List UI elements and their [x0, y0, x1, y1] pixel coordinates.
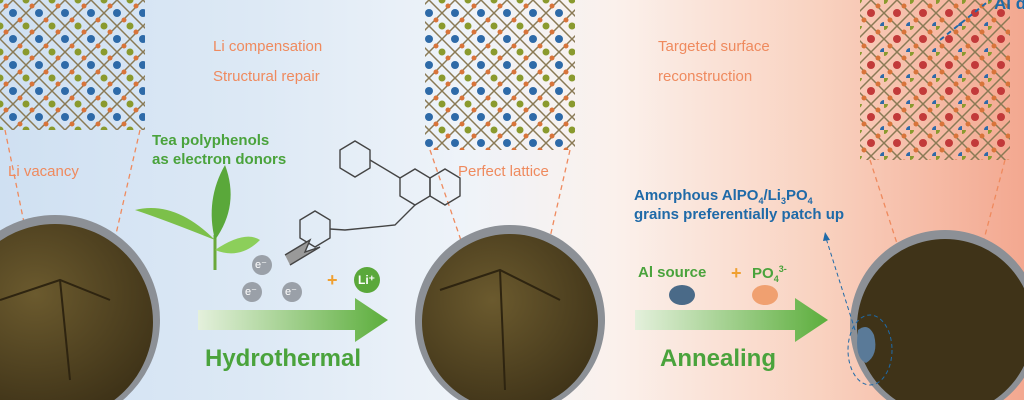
polyphenol-molecule [284, 140, 461, 266]
particle-right [847, 230, 1024, 400]
tea-leaf-icon [135, 165, 260, 270]
plus-icon: + [327, 270, 338, 290]
particle-middle [415, 224, 605, 400]
al-source-label: Al source [638, 264, 707, 281]
patch-up-label: grains preferentially patch up [634, 206, 845, 223]
structural-repair-label: Structural repair [213, 68, 320, 85]
li-ion-label: Li⁺ [358, 273, 375, 287]
electron-icon [242, 255, 302, 302]
po4-label: PO43- [752, 264, 787, 284]
subscript: 4 [773, 274, 779, 284]
electron-label: e⁻ [245, 286, 257, 298]
annealing-label: Annealing [660, 345, 777, 372]
electron-label: e⁻ [255, 259, 267, 271]
targeted-surface-label: Targeted surface [658, 38, 770, 55]
po4-blob [752, 285, 778, 305]
perfect-lattice [425, 0, 575, 150]
annealing-arrow [635, 298, 828, 342]
perfect-lattice-label: Perfect lattice [458, 163, 549, 180]
plus-icon: + [731, 263, 742, 283]
defective-lattice [0, 0, 145, 130]
li-ion-icon [354, 267, 380, 293]
po4-text: PO [752, 265, 774, 282]
electron-donors-label: as electron donors [152, 151, 287, 168]
subscript: 3 [780, 196, 786, 206]
amorphous-text: PO [785, 187, 808, 204]
subscript: 4 [758, 196, 764, 206]
superscript: 3- [778, 264, 787, 274]
reconstruction-label: reconstruction [658, 68, 753, 85]
electron-label: e⁻ [285, 286, 297, 298]
hydrothermal-arrow [198, 298, 388, 342]
particle-left [0, 214, 160, 400]
amorphous-text: /Li [763, 187, 781, 204]
hydrothermal-label: Hydrothermal [205, 345, 362, 372]
subscript: 4 [807, 196, 813, 206]
al-doping-label-cut: Al d [994, 0, 1024, 13]
li-compensation-label: Li compensation [213, 38, 323, 55]
al-source-blob [669, 285, 695, 305]
tea-polyphenols-label: Tea polyphenols [152, 132, 270, 149]
amorphous-text: Amorphous AlPO [634, 187, 759, 204]
amorphous-label: Amorphous AlPO4/Li3PO4 [634, 187, 813, 206]
li-vacancy-label: Li vacancy [8, 163, 79, 180]
reconstructed-lattice [860, 0, 1010, 160]
